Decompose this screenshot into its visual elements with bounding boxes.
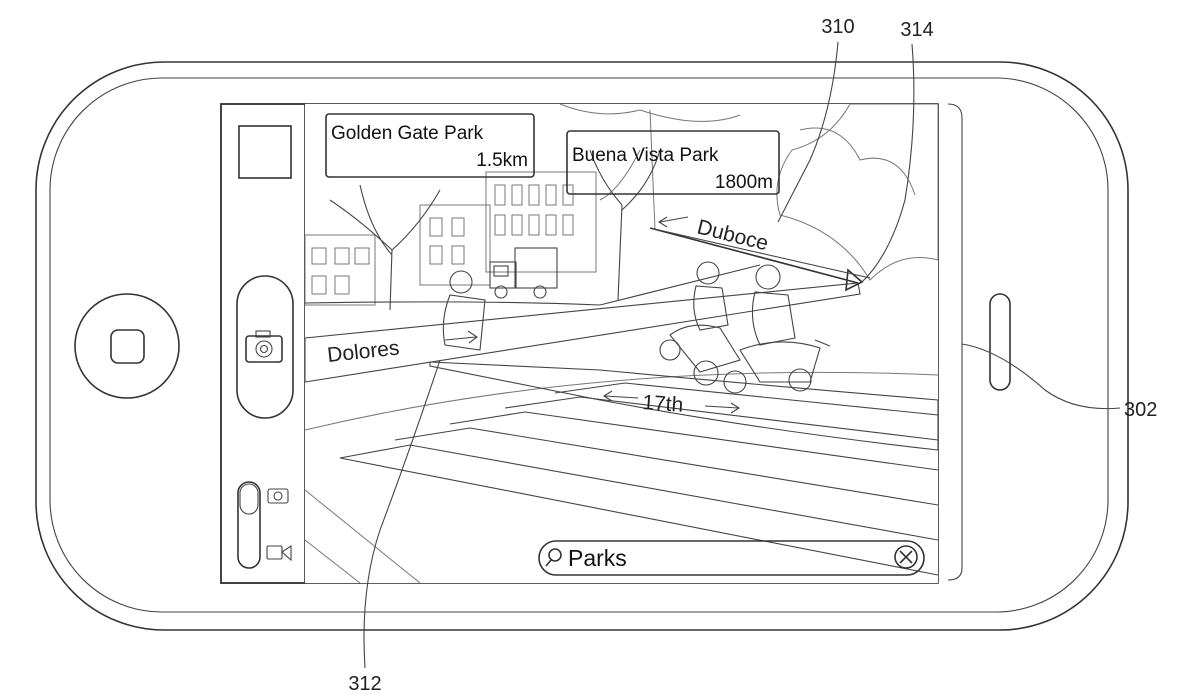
video-camera-icon xyxy=(267,546,291,560)
camera-icon xyxy=(246,331,282,362)
mode-switch-knob[interactable] xyxy=(240,484,258,514)
ref-302: 302 xyxy=(1124,399,1157,421)
mode-switch-track[interactable] xyxy=(238,482,260,568)
shutter-button[interactable] xyxy=(237,276,293,418)
photo-thumbnail[interactable] xyxy=(239,126,291,178)
screen-edge-right xyxy=(948,104,962,580)
poi-name: Buena Vista Park xyxy=(572,145,719,166)
photo-video-mode-switch[interactable] xyxy=(238,482,291,568)
poi-distance: 1.5km xyxy=(476,150,528,171)
mode-photo-camera-icon xyxy=(268,489,288,503)
ref-310: 310 xyxy=(821,16,854,38)
home-button[interactable] xyxy=(75,294,179,398)
speaker-slot xyxy=(990,294,1010,390)
ref-314: 314 xyxy=(900,19,933,41)
camera-control-sidebar xyxy=(221,104,305,583)
leader-line-302 xyxy=(962,344,1120,409)
camera-live-view: Dolores 17th Duboce Golden Gate Park 1.5… xyxy=(305,104,938,583)
ref-312: 312 xyxy=(348,673,381,695)
search-query: Parks xyxy=(568,545,627,571)
poi-name: Golden Gate Park xyxy=(331,123,484,144)
home-square-icon xyxy=(111,330,144,363)
poi-distance: 1800m xyxy=(715,172,773,193)
seventeenth-label: 17th xyxy=(642,391,684,417)
